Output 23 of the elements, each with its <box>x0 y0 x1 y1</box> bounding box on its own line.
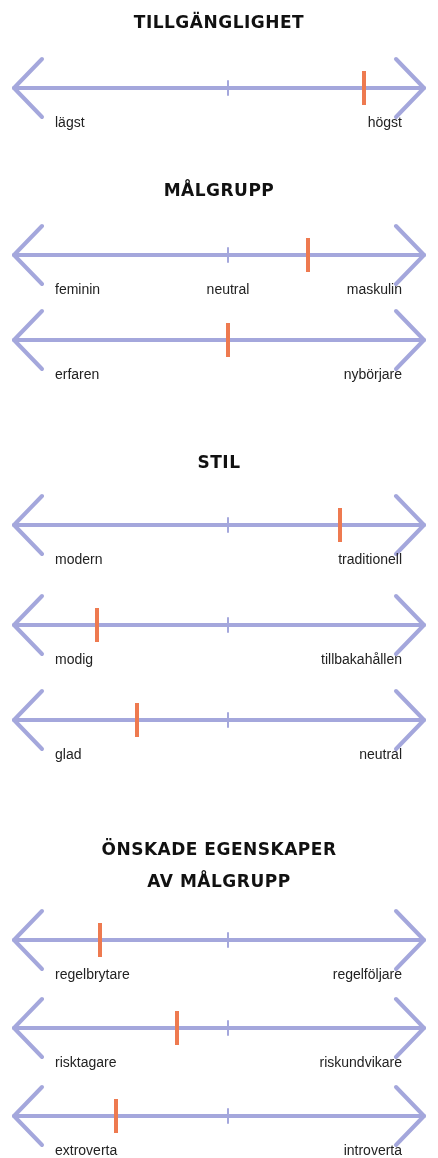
scale-label: lägst <box>55 114 85 130</box>
scale-label: extroverta <box>55 1142 118 1158</box>
section-heading: MÅLGRUPP <box>162 178 276 202</box>
scale-label: risktagare <box>55 1054 117 1070</box>
scale-label: tillbakahållen <box>321 651 402 667</box>
scale-label: traditionell <box>338 551 402 567</box>
scale-label: modig <box>55 651 94 667</box>
scale-label: regelföljare <box>332 966 402 982</box>
section-heading: ÖNSKADE EGENSKAPER AV MÅLGRUPP <box>100 837 338 893</box>
scale-label: högst <box>367 114 402 130</box>
section-heading: TILLGÄNGLIGHET <box>132 10 306 34</box>
scale-label: regelbrytare <box>55 966 130 982</box>
scale-label: feminin <box>55 281 101 297</box>
scale-label: glad <box>55 746 82 762</box>
section-heading: STIL <box>196 451 242 474</box>
scale-label: neutral <box>206 281 250 297</box>
scale-label: nybörjare <box>343 366 402 382</box>
scale-label: riskundvikare <box>319 1054 402 1070</box>
scale-label: modern <box>55 551 103 567</box>
scale-label: erfaren <box>55 366 100 382</box>
scale-label: introverta <box>343 1142 402 1158</box>
scale-label: neutral <box>359 746 402 762</box>
scale-label: maskulin <box>346 281 402 297</box>
